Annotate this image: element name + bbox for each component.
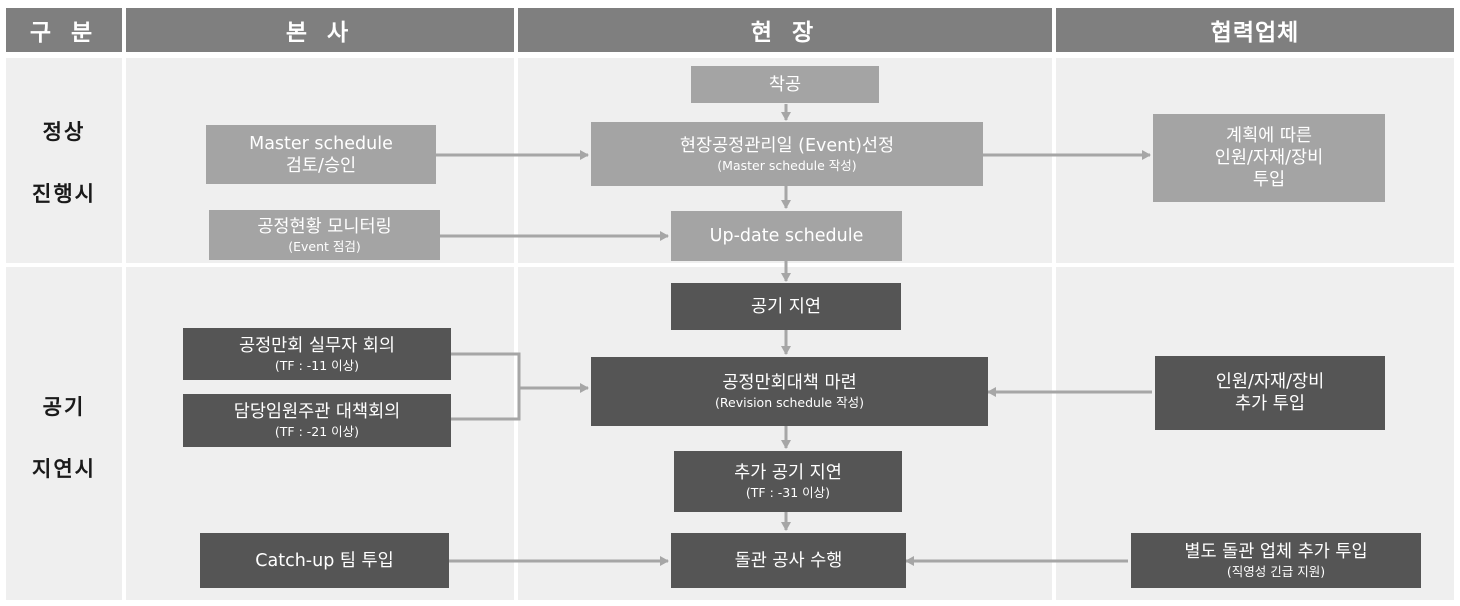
box-catchup-title: Catch-up 팀 투입 [255,550,394,571]
box-recovery-meeting: 공정만회 실무자 회의 (TF : -11 이상) [183,328,451,380]
box-catchup: Catch-up 팀 투입 [200,533,449,588]
box-plan-input-line2: 인원/자재/장비 [1214,148,1324,168]
row-label-normal-line2: 진행시 [32,181,96,206]
box-event-select-sub: (Master schedule 작성) [717,157,857,173]
panel-label-delay [6,267,122,600]
box-plan-input-line3: 투입 [1252,170,1286,190]
header-site: 현 장 [518,8,1052,52]
box-master-review-line1: Master schedule [249,133,393,154]
header-partner: 협력업체 [1056,8,1454,52]
box-delay-title: 공기 지연 [751,296,821,317]
box-breakthrough: 돌관 공사 수행 [671,533,906,588]
box-start-title: 착공 [768,74,802,95]
box-exec-meeting-sub: (TF : -21 이상) [274,424,360,439]
box-recovery-plan-sub: (Revision schedule 작성) [715,395,864,410]
box-extra-delay-sub: (TF : -31 이상) [745,485,831,500]
panel-label-normal [6,58,122,263]
box-exec-meeting-title: 담당임원주관 대책회의 [233,402,401,422]
box-event-select-title: 현장공정관리일 (Event)선정 [679,135,895,156]
box-event-select: 현장공정관리일 (Event)선정 (Master schedule 작성) [591,122,983,186]
box-recovery-meeting-title: 공정만회 실무자 회의 [238,335,396,356]
box-monitoring: 공정현황 모니터링 (Event 점검) [209,210,440,260]
box-separate-partner: 별도 돌관 업체 추가 투입 (직영성 긴급 지원) [1131,533,1421,588]
box-extra-delay-title: 추가 공기 지연 [734,463,842,483]
row-label-delay: 공기 지연시 [6,375,122,500]
box-separate-partner-title: 별도 돌관 업체 추가 투입 [1184,542,1368,562]
box-recovery-plan-title: 공정만회대책 마련 [722,373,857,393]
header-category: 구 분 [6,8,122,52]
box-update: Up-date schedule [671,211,902,261]
box-separate-partner-sub: (직영성 긴급 지원) [1226,564,1326,579]
box-master-review: Master schedule 검토/승인 [206,125,436,184]
box-monitoring-sub: (Event 점검) [288,238,361,254]
box-breakthrough-title: 돌관 공사 수행 [734,550,843,571]
box-delay: 공기 지연 [671,283,901,330]
box-extra-input: 인원/자재/장비 추가 투입 [1155,356,1385,430]
box-recovery-plan: 공정만회대책 마련 (Revision schedule 작성) [591,357,988,426]
box-update-title: Up-date schedule [709,226,864,246]
box-extra-delay: 추가 공기 지연 (TF : -31 이상) [674,451,902,512]
box-start: 착공 [691,66,879,103]
box-exec-meeting: 담당임원주관 대책회의 (TF : -21 이상) [183,394,451,447]
box-extra-input-line1: 인원/자재/장비 [1215,372,1325,392]
header-hq: 본 사 [126,8,514,52]
box-monitoring-title: 공정현황 모니터링 [257,216,392,237]
row-label-normal-line1: 정상 [42,119,86,144]
box-plan-input-line1: 계획에 따른 [1225,126,1313,146]
box-plan-input: 계획에 따른 인원/자재/장비 투입 [1153,114,1385,202]
row-label-delay-line1: 공기 [42,394,86,419]
row-label-normal: 정상 진행시 [6,100,122,225]
box-extra-input-line2: 추가 투입 [1235,394,1305,414]
arrow-meetings-to-plan [451,352,521,421]
box-master-review-line2: 검토/승인 [285,155,357,176]
row-label-delay-line2: 지연시 [32,456,96,481]
box-recovery-meeting-sub: (TF : -11 이상) [274,357,360,373]
